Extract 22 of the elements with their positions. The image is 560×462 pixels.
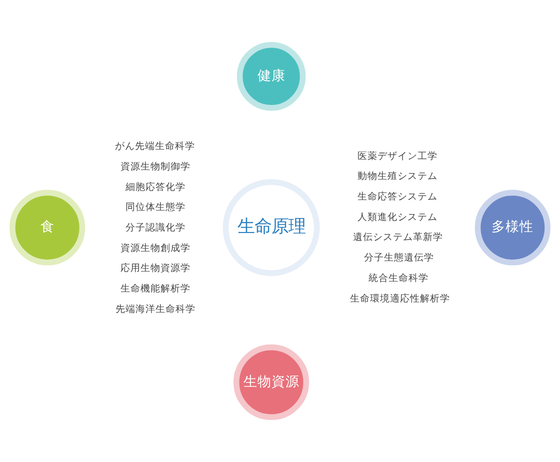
label: がん先端生命科学	[115, 141, 196, 152]
node-circle: 食	[10, 190, 86, 266]
label: 生命機能解析学	[120, 284, 191, 295]
node-circle: 生物資源	[233, 344, 310, 420]
node-circle: 多様性	[474, 190, 550, 266]
label: 人類進化システム	[358, 212, 438, 223]
label: 統合生命科学	[368, 272, 429, 284]
label: 生命環境適応性解析学	[350, 293, 450, 304]
label: 細胞応答化学	[125, 182, 186, 193]
label: 生命応答システム	[358, 191, 438, 202]
node-circle: 健康	[236, 42, 306, 111]
label: 分子認識化学	[125, 222, 186, 234]
label: 先端海洋生命科学	[116, 304, 196, 315]
node-circle: 生命原理	[222, 179, 320, 276]
label: 動物生殖システム	[358, 171, 438, 182]
label: 同位体生態学	[125, 202, 186, 214]
label: 分子生態遺伝学	[364, 252, 434, 264]
label: 遺伝システム革新学	[353, 232, 444, 244]
label: 応用生物資源学	[120, 263, 191, 274]
label: 医薬デザイン工学	[358, 150, 438, 162]
label: 資源生物制御学	[120, 161, 191, 172]
label: 資源生物創成学	[120, 242, 191, 254]
